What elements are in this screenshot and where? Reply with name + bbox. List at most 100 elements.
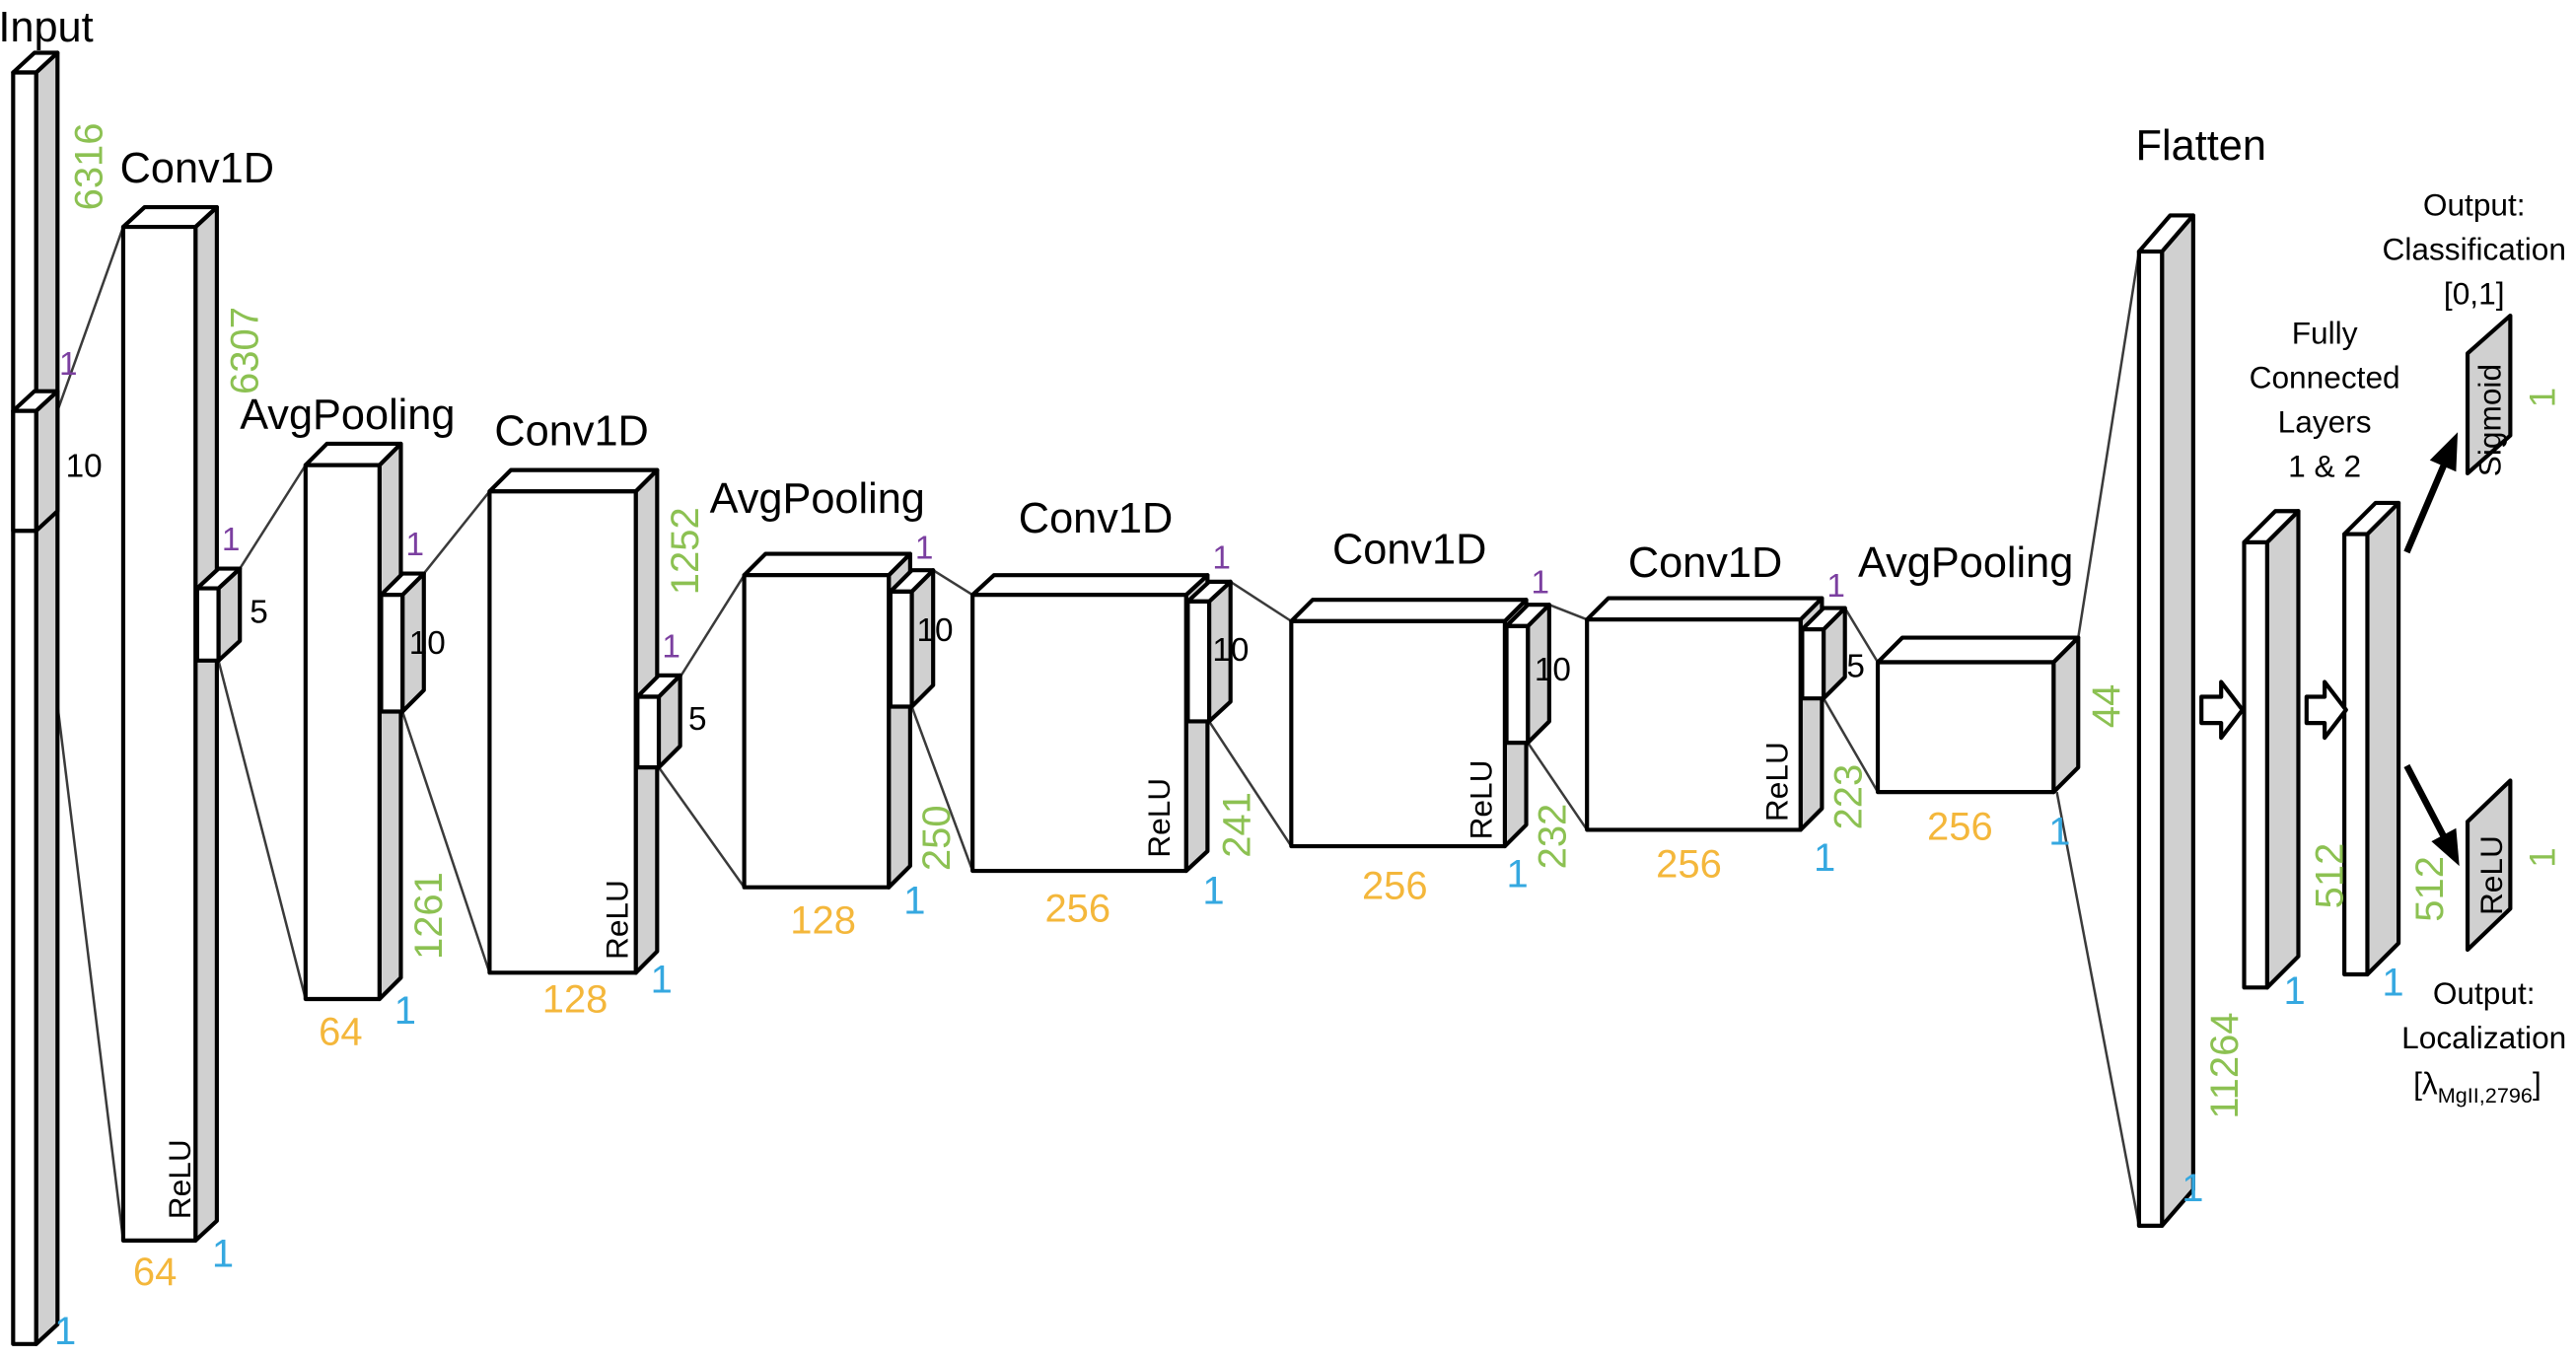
pool3-channels-label: 256	[1927, 805, 1993, 848]
conv1-depth-label: 1	[212, 1233, 234, 1276]
pool2-channels-label: 128	[790, 898, 856, 942]
fc-label-line-4: 1 & 2	[2288, 448, 2361, 483]
conv2-length-label: 1252	[664, 507, 707, 595]
flatten-to-fc1-arrow-icon	[2199, 680, 2245, 741]
conv2-kernel-block	[635, 673, 682, 770]
fc2-length-label: 512	[2408, 856, 2452, 922]
pool2-layer-title: AvgPooling	[710, 475, 925, 523]
conv5-layer-title: Conv1D	[1628, 539, 1782, 587]
pool2-depth-label: 1	[903, 879, 925, 922]
conv3-relu-label: ReLU	[1141, 778, 1177, 858]
input-layer-block	[11, 50, 60, 1346]
conv4-kernel-depth-label: 1	[1532, 565, 1550, 602]
fc-label-line-3: Layers	[2278, 403, 2372, 439]
conv4-channels-label: 256	[1362, 864, 1428, 907]
pool2-layer-block	[742, 551, 912, 890]
flatten-layer-title: Flatten	[2136, 122, 2266, 170]
pool1-layer-title: AvgPooling	[240, 392, 455, 439]
classification-label-line-1: Output:	[2423, 186, 2526, 222]
fc1-layer-block	[2242, 509, 2301, 990]
localization-label-line-1: Output:	[2433, 975, 2536, 1011]
conv2-layer-title: Conv1D	[494, 408, 648, 456]
conv3-channels-label: 256	[1044, 888, 1110, 931]
pool1-kernel-depth-label: 1	[405, 527, 424, 563]
conv1-length-label: 6307	[224, 307, 267, 394]
conv2-kernel-depth-label: 1	[662, 629, 680, 666]
conv1-kernel-size-label: 5	[250, 595, 268, 631]
conv2-channels-label: 128	[542, 977, 608, 1021]
output-relu-activation-label: ReLU	[2473, 835, 2509, 915]
conv4-depth-label: 1	[1507, 853, 1529, 896]
conv3-layer-title: Conv1D	[1019, 495, 1173, 542]
conv5-channels-label: 256	[1656, 843, 1722, 887]
classification-arrow-icon	[2403, 432, 2459, 554]
conv3-kernel-depth-label: 1	[1212, 540, 1231, 577]
pool1-length-label: 1261	[407, 872, 451, 960]
conv5-layer-block	[1585, 596, 1825, 832]
conv4-relu-label: ReLU	[1464, 760, 1499, 840]
conv1-layer-block	[120, 204, 219, 1243]
sigmoid-output-block	[2465, 313, 2513, 476]
conv3-layer-block	[970, 573, 1210, 874]
conv2-relu-label: ReLU	[599, 880, 634, 960]
conv5-kernel-size-label: 5	[1846, 649, 1865, 685]
conv5-depth-label: 1	[1814, 836, 1835, 880]
conv1-kernel-block	[194, 566, 243, 663]
fc2-layer-block	[2342, 500, 2401, 977]
pool1-kernel-size-label: 10	[409, 625, 446, 662]
conv5-relu-label: ReLU	[1758, 742, 1794, 822]
flatten-layer-block	[2136, 213, 2195, 1228]
localization-subscript: MgII,2796	[2438, 1083, 2533, 1108]
pool3-depth-label: 1	[2048, 810, 2070, 853]
input-kernel-block	[11, 389, 60, 534]
fc1-to-fc2-arrow-icon	[2304, 680, 2348, 741]
pool3-layer-title: AvgPooling	[1858, 539, 2073, 587]
classification-label-line-2: Classification	[2383, 231, 2566, 266]
pool1-layer-block	[303, 441, 403, 1002]
pool3-length-label: 44	[2085, 684, 2128, 728]
pool3-layer-block	[1875, 635, 2081, 795]
pool2-kernel-block	[888, 568, 936, 709]
localization-bracket-close: ]	[2533, 1066, 2541, 1102]
pool1-channels-label: 64	[319, 1011, 362, 1054]
pool2-kernel-depth-label: 1	[915, 531, 934, 567]
localization-arrow-icon	[2403, 763, 2460, 867]
conv3-kernel-block	[1185, 579, 1233, 724]
sigmoid-activation-label: Sigmoid	[2471, 364, 2507, 476]
flatten-length-label: 11264	[2203, 1012, 2247, 1118]
conv3-kernel-size-label: 10	[1212, 632, 1249, 669]
input-depth-label: 1	[54, 1310, 76, 1353]
conv4-layer-title: Conv1D	[1332, 527, 1486, 574]
localization-bracket-open: [λ	[2413, 1066, 2438, 1102]
input-layer-title: Input	[0, 4, 94, 51]
input-length-label: 6316	[67, 122, 110, 210]
pool1-kernel-block	[379, 571, 426, 714]
conv2-depth-label: 1	[651, 958, 673, 1001]
localization-label-line-2: Localization	[2401, 1020, 2566, 1055]
conv2-kernel-size-label: 5	[688, 701, 707, 738]
conv4-kernel-block	[1504, 603, 1551, 746]
classification-label-line-3: [0,1]	[2444, 275, 2505, 311]
classification-size-label: 1	[2522, 388, 2562, 407]
conv4-layer-block	[1289, 598, 1529, 849]
pool1-depth-label: 1	[394, 989, 416, 1033]
fc-label-line-1: Fully	[2292, 315, 2358, 350]
conv1-channels-label: 64	[133, 1251, 177, 1294]
flatten-depth-label: 1	[2182, 1167, 2203, 1210]
fc-label-line-2: Connected	[2250, 359, 2400, 394]
fc1-depth-label: 1	[2283, 969, 2305, 1013]
input-kernel-depth-label: 1	[59, 346, 78, 383]
conv1-layer-title: Conv1D	[120, 145, 274, 192]
conv5-kernel-block	[1800, 606, 1847, 701]
conv2-layer-block	[487, 467, 660, 975]
localization-target: [λMgII,2796]	[2413, 1066, 2541, 1108]
pool2-kernel-size-label: 10	[917, 612, 954, 649]
fc2-depth-label: 1	[2382, 962, 2403, 1005]
conv4-length-label: 232	[1532, 804, 1575, 870]
conv4-kernel-size-label: 10	[1535, 652, 1571, 688]
conv5-kernel-depth-label: 1	[1826, 568, 1845, 605]
relu-output-block	[2465, 778, 2513, 953]
localization-size-label: 1	[2522, 847, 2562, 867]
conv3-depth-label: 1	[1202, 869, 1224, 912]
